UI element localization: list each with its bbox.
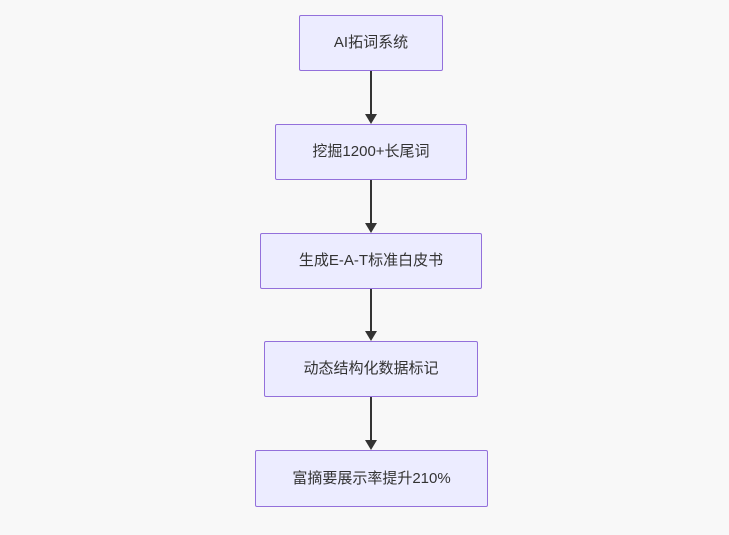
flow-arrow-1 — [364, 71, 378, 124]
flow-arrow-3 — [364, 289, 378, 341]
flow-node-label: 挖掘1200+长尾词 — [312, 143, 430, 160]
flow-node-label: 富摘要展示率提升210% — [292, 469, 451, 487]
arrow-down-icon — [365, 440, 377, 450]
arrow-line — [370, 180, 372, 223]
flow-node-ai-word-expansion: AI拓词系统 — [299, 15, 443, 71]
flow-node-label: AI拓词系统 — [333, 34, 409, 51]
arrow-line — [370, 71, 372, 114]
flow-arrow-2 — [364, 180, 378, 233]
flow-node-longtail-mining: 挖掘1200+长尾词 — [275, 124, 467, 180]
flow-arrow-4 — [364, 397, 378, 450]
arrow-line — [370, 397, 372, 440]
flow-node-structured-data-markup: 动态结构化数据标记 — [264, 341, 478, 397]
arrow-down-icon — [365, 114, 377, 124]
arrow-line — [370, 289, 372, 331]
flow-node-label: 生成E-A-T标准白皮书 — [298, 252, 444, 269]
arrow-down-icon — [365, 331, 377, 341]
flow-node-rich-snippet-rate: 富摘要展示率提升210% — [255, 450, 488, 507]
arrow-down-icon — [365, 223, 377, 233]
flow-node-eat-whitepaper: 生成E-A-T标准白皮书 — [260, 233, 482, 289]
flow-node-label: 动态结构化数据标记 — [303, 360, 439, 377]
